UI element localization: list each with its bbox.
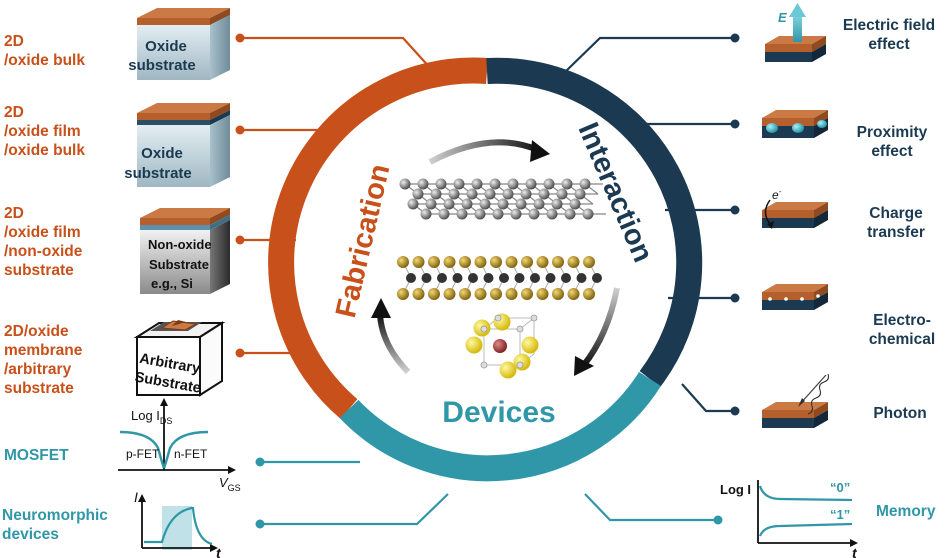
memory-xaxis: t xyxy=(852,545,858,558)
ring-interaction-arc xyxy=(486,57,703,387)
block3-label-3: e.g., Si xyxy=(151,276,193,291)
block2-label-2: substrate xyxy=(124,165,192,182)
graphene-lattice xyxy=(399,178,606,220)
label-2d-oxide-film-bulk: 2D/oxide film/oxide bulk xyxy=(4,104,85,159)
block1-label-2: substrate xyxy=(128,57,196,74)
mosfet-plot: Log IDS p-FET n-FET VGS xyxy=(118,398,241,493)
perovskite-unit-cell xyxy=(465,313,539,379)
memory-yaxis: Log I xyxy=(720,482,751,497)
block1-label-1: Oxide xyxy=(145,38,187,55)
block-arbitrary: Arbitrary Substrate xyxy=(133,320,226,397)
block2-label-1: Oxide xyxy=(141,145,183,162)
ring-label-fabrication: Fabrication xyxy=(330,161,396,321)
block3-label-1: Non-oxide xyxy=(148,237,212,252)
neuromorphic-plot: I t xyxy=(134,489,222,558)
tmd-layer xyxy=(397,256,602,300)
label-electrochemical: Electro-chemical xyxy=(868,312,936,348)
memory-plot: Log I “0” “1” t xyxy=(720,480,858,558)
memory-state0: “0” xyxy=(830,480,850,495)
device-charge-transfer: e- xyxy=(762,187,828,229)
ring-devices-arc xyxy=(339,372,661,482)
neuro-yaxis: I xyxy=(134,489,138,505)
device-electrochemical xyxy=(762,284,828,310)
neuro-xaxis: t xyxy=(216,545,222,558)
block-oxide-film-bulk: Oxide substrate xyxy=(124,103,230,187)
label-2d-oxide-bulk: 2D/oxide bulk xyxy=(4,33,85,69)
mosfet-xaxis: VGS xyxy=(219,475,241,493)
block-non-oxide: Non-oxide Substrate e.g., Si xyxy=(140,208,230,294)
memory-state1: “1” xyxy=(830,507,850,522)
field-e-label: E xyxy=(778,10,787,25)
label-memory: Memory xyxy=(876,503,936,520)
ring-fabrication-arc xyxy=(268,57,488,419)
mosfet-pfet: p-FET xyxy=(126,447,160,461)
block3-label-2: Substrate xyxy=(149,257,209,272)
ring-label-devices: Devices xyxy=(442,396,555,429)
charge-electron: e- xyxy=(772,187,782,202)
device-proximity xyxy=(762,110,828,138)
label-mosfet: MOSFET xyxy=(4,447,69,464)
cycle-arrows xyxy=(371,139,620,376)
block-oxide-bulk: Oxide substrate xyxy=(128,8,230,80)
label-photon: Photon xyxy=(873,405,927,422)
device-photon xyxy=(762,373,830,428)
mosfet-nfet: n-FET xyxy=(174,447,208,461)
device-electric-field: E xyxy=(765,3,826,62)
process-ring xyxy=(268,57,703,482)
mosfet-yaxis: Log IDS xyxy=(131,408,172,426)
